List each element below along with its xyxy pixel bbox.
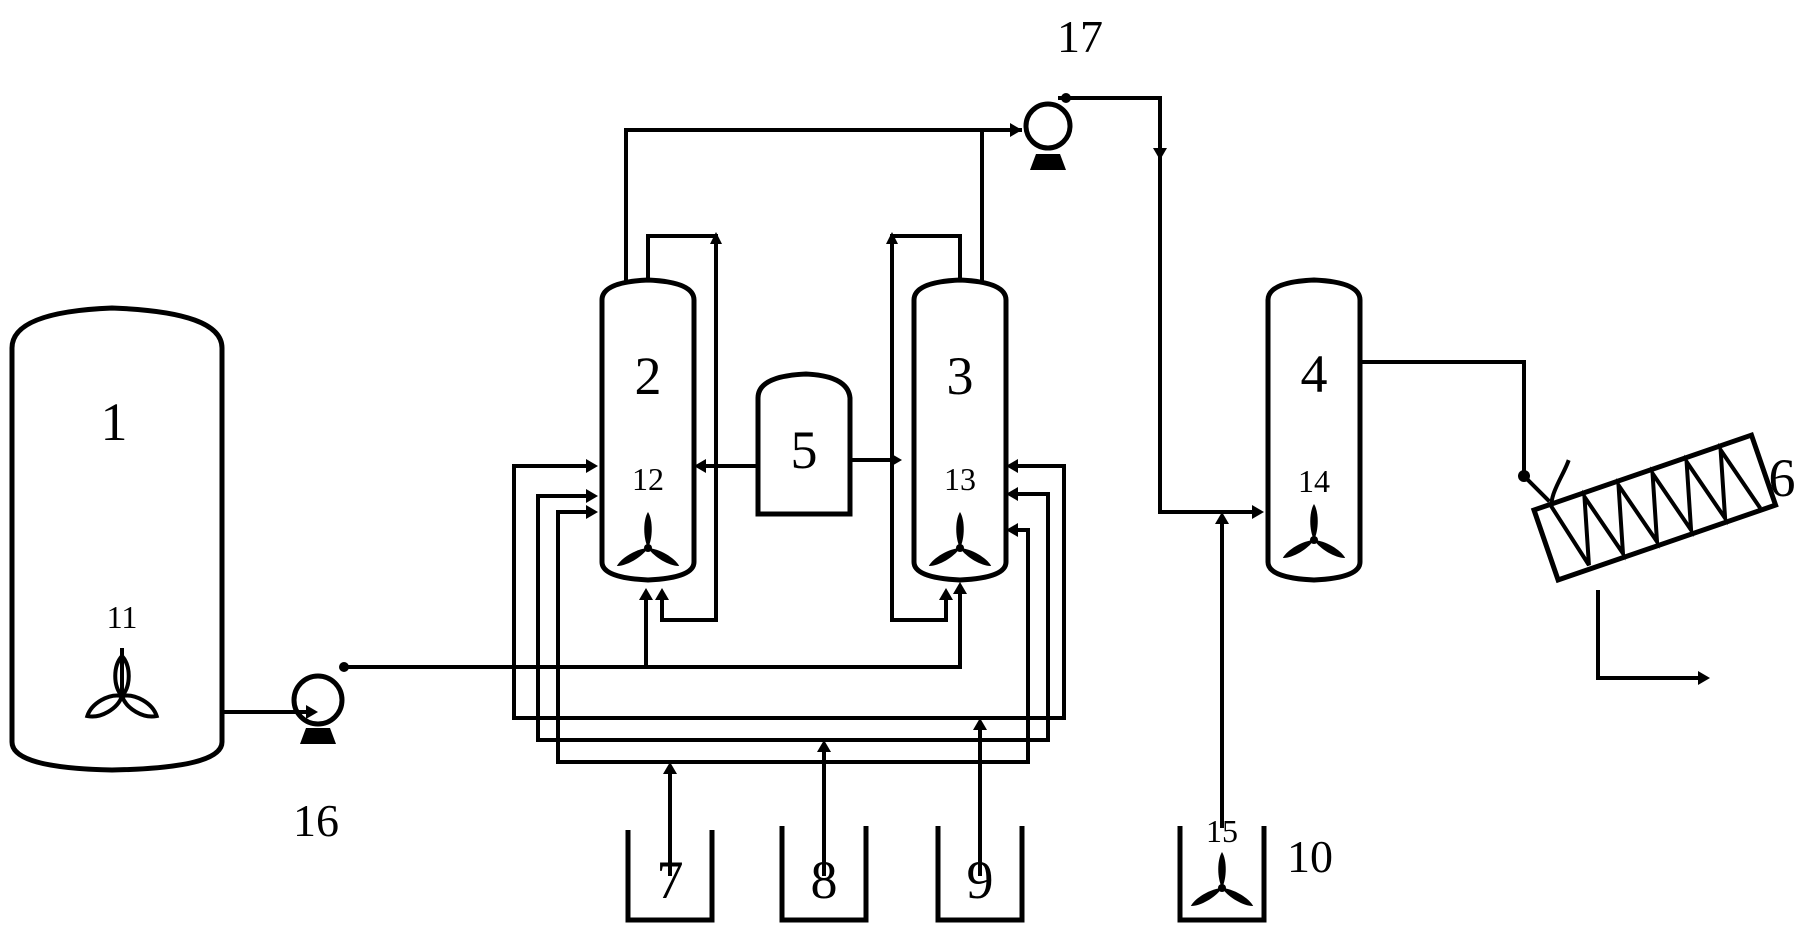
stirrer-13-icon: [927, 512, 993, 569]
reactor-2-loop: [646, 234, 718, 622]
tank-7: [625, 830, 715, 923]
conveyor-discharge-line: [1596, 590, 1702, 680]
label-17: 17: [1057, 11, 1103, 62]
tank-7-loop-left: [556, 510, 590, 764]
screw-conveyor-6-icon: [1530, 431, 1779, 584]
line-pump17-to-4: [1058, 96, 1256, 514]
label-16: 16: [293, 795, 339, 846]
tank-9: [935, 826, 1025, 923]
tank-7-loop-right: [556, 528, 1030, 764]
label-12: 12: [632, 461, 664, 497]
stirrer-14-icon: [1281, 504, 1347, 561]
line-4-to-6: [1358, 360, 1526, 478]
tank-8-loop-right: [536, 492, 1050, 742]
reactor-2: [599, 277, 697, 583]
label-4: 4: [1301, 344, 1328, 404]
tank-10: [1177, 826, 1267, 923]
stirrer-15-icon: [1189, 852, 1255, 909]
reactor-2-top-outlet: [624, 128, 1022, 284]
reactor-3: [911, 277, 1009, 583]
vessel-5: [755, 371, 853, 517]
tank-8-loop-left: [536, 494, 590, 742]
pump-17-icon: [1023, 101, 1073, 170]
vessel-4: [1265, 277, 1363, 583]
label-5: 5: [791, 420, 818, 480]
tank-8: [779, 826, 869, 923]
stirrer-12-icon: [615, 512, 681, 569]
label-1: 1: [101, 392, 128, 452]
tank-9-loop-right: [512, 464, 1066, 720]
label-2: 2: [635, 346, 662, 406]
tank-9-loop-left: [512, 464, 590, 720]
label-6: 6: [1769, 448, 1796, 508]
reactor-3-loop: [890, 234, 962, 622]
label-10: 10: [1287, 831, 1333, 882]
label-13: 13: [944, 461, 976, 497]
tank-1: [9, 305, 225, 773]
label-11: 11: [107, 599, 138, 635]
label-3: 3: [947, 346, 974, 406]
label-14: 14: [1298, 463, 1330, 499]
